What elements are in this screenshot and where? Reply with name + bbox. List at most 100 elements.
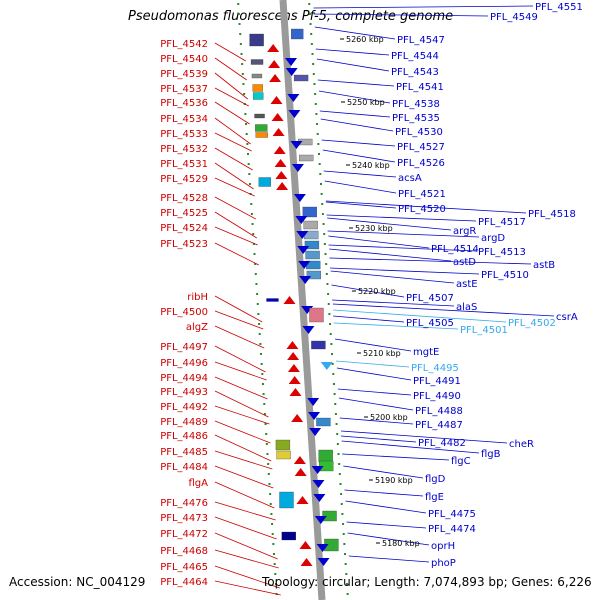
left-gene-label: PFL_4525 [160, 208, 208, 219]
label-leader [337, 388, 412, 396]
genome-backbone [279, 0, 326, 600]
gene-feature [296, 231, 309, 239]
label-leader [319, 110, 391, 118]
gene-feature [255, 124, 268, 132]
left-gene-label: PFL_4473 [160, 513, 208, 524]
label-leader [342, 453, 450, 461]
right-gene-label: csrA [556, 312, 578, 323]
gene-feature [302, 206, 317, 218]
gene-feature [299, 541, 312, 549]
left-gene-label: PFL_4534 [160, 114, 208, 125]
scale-label: 5250 kbp [347, 98, 385, 107]
right-gene-label: PFL_4507 [406, 293, 454, 304]
right-gene-label: PFL_4475 [428, 509, 476, 520]
scale-label: 5200 kbp [370, 413, 408, 422]
gene-labels: PFL_4542PFL_4540PFL_4539PFL_4537PFL_4536… [160, 2, 583, 588]
label-leader [340, 435, 417, 443]
right-gene-label: PFL_4502 [508, 318, 556, 329]
gene-feature [314, 516, 327, 524]
gene-feature [316, 417, 331, 427]
right-gene-label: flgE [425, 492, 444, 503]
right-gene-label: PFL_4538 [392, 99, 440, 110]
label-leader [214, 57, 247, 81]
gene-feature [274, 159, 287, 167]
label-leader [214, 226, 258, 246]
left-gene-label: PFL_4529 [160, 174, 208, 185]
right-gene-label: PFL_4510 [481, 270, 529, 281]
left-gene-label: PFL_4528 [160, 193, 208, 204]
left-gene-label: PFL_4493 [160, 387, 208, 398]
label-leader [214, 295, 263, 323]
gene-feature [291, 164, 304, 172]
left-gene-label: PFL_4531 [160, 159, 208, 170]
left-gene-label: PFL_4497 [160, 342, 208, 353]
gene-feature [255, 132, 268, 138]
label-leader [327, 230, 480, 238]
gene-feature [249, 33, 264, 47]
label-leader [330, 267, 480, 275]
label-leader [336, 367, 412, 381]
gene-feature [309, 428, 322, 436]
gene-feature [293, 74, 309, 82]
label-leader [214, 196, 256, 220]
gene-feature [285, 68, 298, 76]
gene-feature [299, 154, 314, 162]
label-leader [214, 434, 272, 462]
gene-feature [295, 216, 308, 224]
right-gene-label: PFL_4513 [478, 247, 526, 258]
label-leader [326, 214, 477, 222]
left-gene-label: PFL_4484 [160, 462, 208, 473]
gene-feature [279, 491, 294, 509]
label-leader [348, 555, 430, 563]
right-gene-label: PFL_4544 [391, 51, 439, 62]
gene-feature [276, 182, 289, 190]
left-gene-label: PFL_4533 [160, 129, 208, 140]
gene-feature [296, 496, 309, 504]
label-leader [326, 200, 527, 214]
gene-feature [288, 110, 301, 118]
left-gene-label: PFL_4542 [160, 39, 208, 50]
label-leader [214, 310, 264, 330]
label-leader [333, 322, 459, 330]
right-gene-label: PFL_4518 [528, 209, 576, 220]
right-gene-label: PFL_4535 [392, 113, 440, 124]
gene-feature [253, 92, 264, 100]
right-gene-label: PFL_4551 [535, 2, 583, 13]
gene-feature [267, 44, 280, 52]
label-leader [214, 501, 276, 521]
gene-feature [288, 376, 301, 384]
label-leader [214, 325, 265, 349]
label-leader [320, 118, 394, 132]
label-leader [333, 315, 405, 323]
label-leader [331, 284, 405, 298]
label-leader [341, 440, 480, 454]
right-gene-label: astB [533, 260, 555, 271]
right-gene-label: PFL_4547 [397, 35, 445, 46]
label-leader [338, 397, 414, 411]
left-gene-label: PFL_4536 [160, 98, 208, 109]
right-gene-label: cheR [509, 439, 534, 450]
gene-feature [290, 141, 303, 149]
gene-feature [250, 59, 264, 65]
right-gene-label: PFL_4505 [406, 318, 454, 329]
right-gene-label: PFL_4517 [478, 217, 526, 228]
label-leader [214, 87, 249, 107]
label-leader [214, 390, 269, 418]
scale-label: 5260 kbp [346, 35, 384, 44]
left-gene-label: PFL_4524 [160, 223, 208, 234]
left-gene-label: PFL_4496 [160, 358, 208, 369]
left-gene-label: PFL_4485 [160, 447, 208, 458]
right-gene-label: argD [481, 233, 505, 244]
label-leader [324, 180, 397, 194]
left-gene-label: PFL_4464 [160, 577, 208, 588]
label-leader [343, 465, 424, 479]
label-leader [347, 532, 430, 546]
gene-feature [268, 60, 281, 68]
label-leader [339, 417, 414, 425]
gene-feature [293, 194, 306, 202]
label-leader [214, 42, 246, 62]
left-gene-label: PFL_4537 [160, 84, 208, 95]
left-gene-label: algZ [186, 322, 208, 333]
right-gene-label: astE [456, 279, 478, 290]
